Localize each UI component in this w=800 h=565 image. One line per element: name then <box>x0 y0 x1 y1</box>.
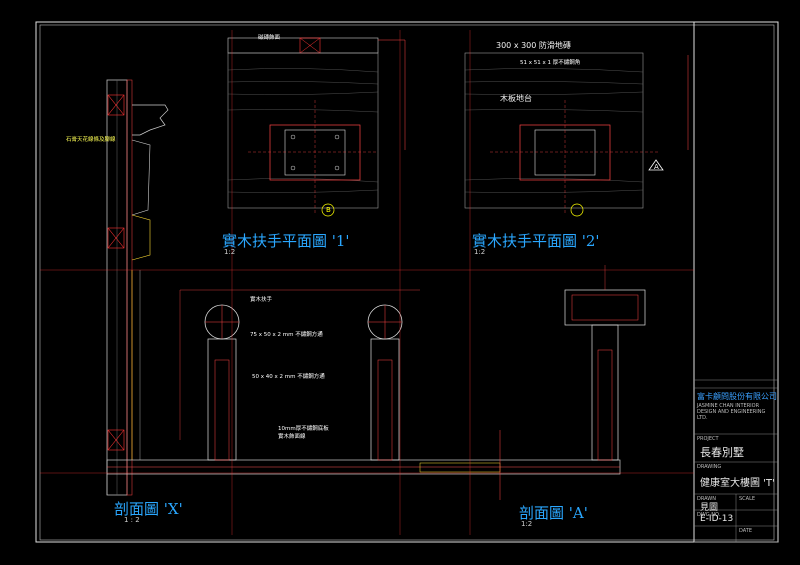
number-value: E-ID-13 <box>700 514 734 524</box>
project-name: 長春別墅 <box>700 446 744 459</box>
section-a-title: 剖面圖 'A' <box>519 504 588 522</box>
section-a-drawing <box>499 265 646 500</box>
section-x-scale: 1 : 2 <box>124 516 140 524</box>
plan-1-title: 實木扶手平面圖 '1' <box>222 232 350 250</box>
outer-border <box>35 21 779 543</box>
plan-1-drawing <box>227 37 406 217</box>
inner-border <box>39 24 775 541</box>
a-marker: A <box>654 163 659 171</box>
tile-label: 300 x 300 防滑地磚 <box>496 41 571 50</box>
dimension-lines <box>40 30 694 535</box>
finish-label: 51 x 51 x 1 厚不鏽鋼角 <box>520 60 581 66</box>
section-a-scale: 1:2 <box>521 520 533 528</box>
drawn-value: 見圖 <box>700 503 719 513</box>
drawing-label: DRAWING <box>697 464 722 470</box>
wood-label: 木板地台 <box>500 94 532 103</box>
scale-label: SCALE <box>739 496 756 502</box>
drawing-name: 健康室大樓圖 'T' <box>700 478 775 489</box>
company-name-en: JASMINE CHAN INTERIOR DESIGN AND ENGINEE… <box>697 403 766 421</box>
base-label: 10mm厚不鏽鋼底板 <box>278 426 329 432</box>
company-name-cn: 富卡顧問股份有限公司 <box>697 392 777 401</box>
project-label: PROJECT <box>697 436 719 442</box>
plan-2-title: 實木扶手平面圖 '2' <box>472 232 600 250</box>
rail-label: 實木扶手 <box>250 297 273 303</box>
plan-2-scale: 1:2 <box>474 248 486 256</box>
date-label: DATE <box>739 528 753 534</box>
drawn-label: DRAWN <box>697 496 716 502</box>
title-block-lines <box>694 379 778 543</box>
top-border-label: 磁磚飾面 <box>258 35 281 41</box>
floor-slab <box>106 459 621 495</box>
finish2-label: 實木飾面線 <box>278 434 306 440</box>
steel-label: 50 x 40 x 2 mm 不鏽鋼方通 <box>252 374 325 380</box>
section-x-posts <box>179 289 420 461</box>
section-x-title: 剖面圖 'X' <box>114 500 183 518</box>
plan-2-drawing <box>464 52 689 217</box>
plan-1-scale: 1:2 <box>224 248 236 256</box>
number-label: DWG NO. <box>697 512 721 518</box>
b-marker: B <box>326 206 331 214</box>
post-label: 75 x 50 x 2 mm 不鏽鋼方通 <box>250 332 323 338</box>
wall-label: 石膏天花線條及腳線 <box>66 137 116 143</box>
section-x-wall <box>106 79 169 496</box>
